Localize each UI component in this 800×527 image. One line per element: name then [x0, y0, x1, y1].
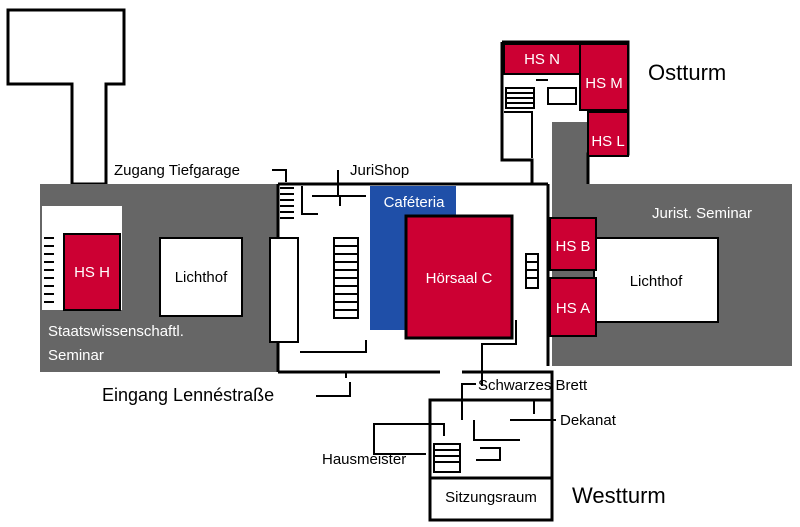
- stairs-central: [333, 237, 359, 319]
- label-hs-l: HS L: [591, 133, 624, 150]
- north-west-annex: [6, 8, 126, 186]
- label-ostturm: Ostturm: [648, 60, 726, 85]
- label-eingang: Eingang Lennéstraße: [102, 385, 274, 405]
- label-dekanat: Dekanat: [560, 412, 617, 429]
- room-hs-h: [63, 233, 121, 311]
- label-hausmeister: Hausmeister: [322, 451, 406, 468]
- label-hs-n: HS N: [524, 51, 560, 68]
- room-hoersaal-c: [404, 214, 514, 340]
- label-sitzungsraum: Sitzungsraum: [445, 489, 537, 506]
- room-hs-l: [587, 111, 629, 157]
- label-hs-a: HS A: [556, 300, 590, 317]
- lichthof-west: [159, 237, 243, 317]
- ostturm-interior: [504, 79, 577, 158]
- corridor-pillar: [269, 237, 299, 343]
- label-cafeteria: Caféteria: [384, 194, 446, 211]
- stairs-ostturm: [505, 87, 535, 109]
- leader-lines: [272, 169, 556, 455]
- room-hs-a: [549, 277, 597, 337]
- label-jurishop: JuriShop: [350, 162, 409, 179]
- stairs-westturm: [433, 443, 461, 473]
- room-sitzungsraum: [428, 476, 554, 522]
- label-jurist-seminar: Jurist. Seminar: [652, 205, 752, 222]
- label-hs-b: HS B: [555, 238, 590, 255]
- westturm-interior: [461, 400, 535, 461]
- room-hs-b: [549, 217, 597, 271]
- label-staatswiss-line1: Staatswissenschaftl.: [48, 323, 184, 340]
- stairs-west: [44, 237, 54, 303]
- label-hs-m: HS M: [585, 75, 623, 92]
- label-hs-h: HS H: [74, 264, 110, 281]
- label-hoersaal-c: Hörsaal C: [426, 270, 493, 287]
- lichthof-east: [593, 237, 719, 323]
- label-zugang-tiefgarage: Zugang Tiefgarage: [114, 162, 240, 179]
- stairs-east-hall: [525, 253, 539, 289]
- label-schwarzes-brett: Schwarzes Brett: [478, 377, 588, 394]
- label-lichthof-east: Lichthof: [630, 273, 683, 290]
- label-staatswiss-line2: Seminar: [48, 347, 104, 364]
- label-lichthof-west: Lichthof: [175, 269, 228, 286]
- stairs-garage: [280, 187, 294, 219]
- room-hs-m: [579, 43, 629, 111]
- label-westturm: Westturm: [572, 483, 666, 508]
